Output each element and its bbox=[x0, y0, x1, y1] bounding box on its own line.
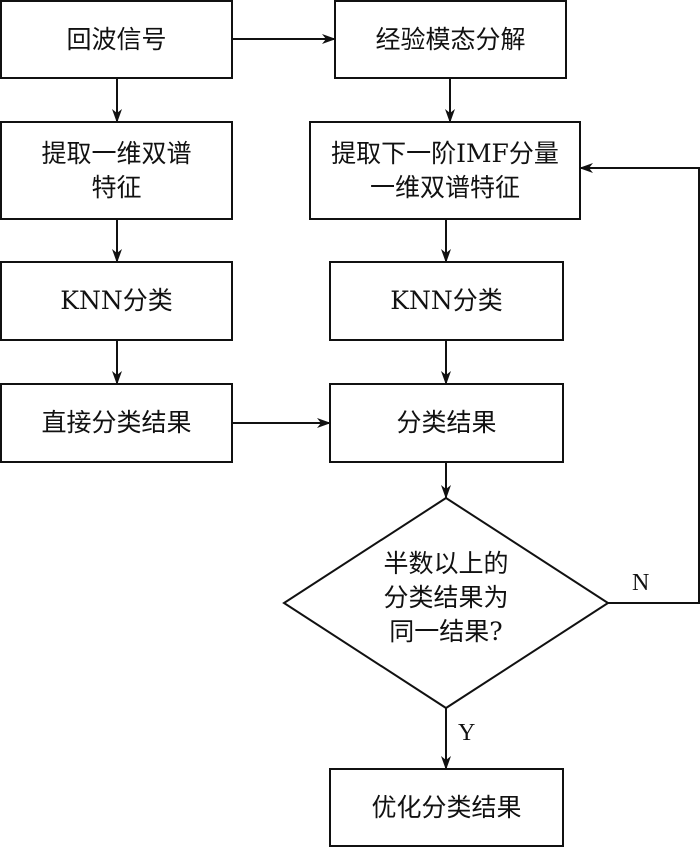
node-knn-left-box bbox=[0, 261, 233, 341]
node-direct-result-box bbox=[0, 383, 233, 463]
node-emd-box bbox=[334, 0, 567, 79]
edge-label-n: N bbox=[632, 570, 650, 596]
node-class-result-box bbox=[329, 383, 564, 463]
node-extract-imf-box bbox=[309, 121, 581, 220]
node-decision-diamond bbox=[282, 496, 610, 710]
edge-decision-to-extract-imf bbox=[579, 163, 700, 604]
node-extract-1d-box bbox=[0, 121, 233, 220]
node-optimized-box bbox=[329, 768, 564, 847]
node-echo-box bbox=[0, 0, 233, 79]
node-knn-right-box bbox=[329, 261, 564, 341]
edge-label-y: Y bbox=[458, 720, 476, 746]
